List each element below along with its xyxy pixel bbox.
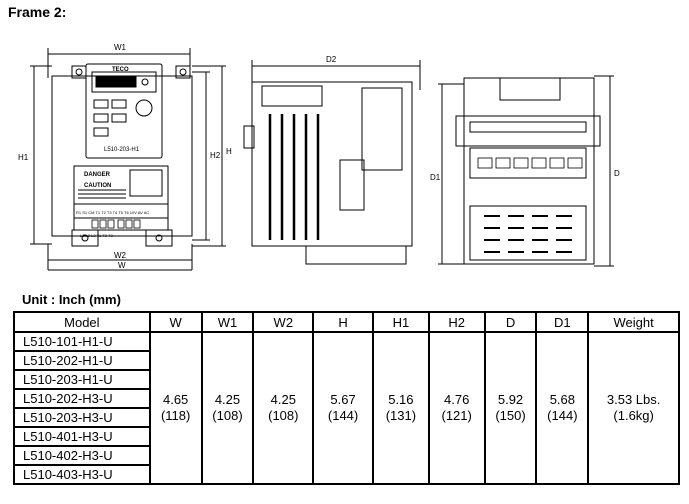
model-cell: L510-403-H3-U <box>13 464 151 485</box>
header-h1: H1 <box>371 311 430 333</box>
header-h: H <box>312 311 374 333</box>
rear-view <box>438 75 614 267</box>
header-h2: H2 <box>427 311 486 333</box>
model-cell: L510-402-H3-U <box>13 445 151 466</box>
unit-label: Unit : Inch (mm) <box>22 292 121 307</box>
dim-label-w1: W1 <box>114 43 127 52</box>
model-cell: L510-203-H3-U <box>13 407 151 428</box>
table-row: L510-203-H1-U <box>13 369 679 390</box>
table-row: L510-202-H1-U <box>13 350 679 371</box>
dim-label-d1: D1 <box>430 173 441 182</box>
value-h1-mm: (131) <box>385 408 417 423</box>
brand-logo-text: TECO <box>112 67 129 73</box>
table-header-row: Model W W1 W2 H H1 H2 D D1 Weight <box>13 311 680 333</box>
side-view <box>243 60 421 265</box>
value-w2-mm: (108) <box>268 408 299 423</box>
value-w2: 4.25(108) <box>252 331 315 485</box>
dim-label-w: W <box>118 261 126 270</box>
dim-label-w2: W2 <box>114 251 127 260</box>
table-row: L510-101-H1-U 4.65(118) 4.25(108) 4.25(1… <box>13 331 680 485</box>
model-cell: L510-101-H1-U <box>13 331 151 352</box>
value-w1: 4.25(108) <box>200 331 255 485</box>
dim-label-h1: H1 <box>18 153 29 162</box>
value-h-inch: 5.67 <box>330 392 356 407</box>
value-d-mm: (150) <box>495 408 526 423</box>
value-d: 5.92(150) <box>483 331 538 485</box>
dim-label-h2: H2 <box>210 151 221 160</box>
value-d1: 5.68(144) <box>535 331 590 485</box>
table-row: L510-203-H3-U <box>13 407 679 428</box>
value-weight: 3.53 Lbs.(1.6kg) <box>587 331 680 485</box>
dim-label-h: H <box>226 147 232 156</box>
value-h-mm: (144) <box>327 408 359 423</box>
value-d1-inch: 5.68 <box>549 392 576 407</box>
header-w: W <box>148 311 203 333</box>
dimension-table: Model W W1 W2 H H1 H2 D D1 Weight L510-1… <box>13 311 680 485</box>
value-d-inch: 5.92 <box>497 392 524 407</box>
table-row: L510-402-H3-U <box>13 445 679 466</box>
value-weight-kg: (1.6kg) <box>613 408 654 423</box>
value-w-inch: 4.65 <box>162 392 189 407</box>
header-w2: W2 <box>252 311 315 333</box>
value-weight-lbs: 3.53 Lbs. <box>606 392 661 407</box>
value-w2-inch: 4.25 <box>270 392 296 407</box>
value-h2-mm: (121) <box>441 408 472 423</box>
value-h1: 5.16(131) <box>371 331 430 485</box>
value-w-mm: (118) <box>160 408 191 423</box>
control-terminal-labels: R1 S1 CM T1 T2 T3 T4 T5 T6 10V AV AC <box>76 210 149 215</box>
model-cell: L510-202-H1-U <box>13 350 151 371</box>
value-h2: 4.76(121) <box>427 331 486 485</box>
value-h1-inch: 5.16 <box>388 392 414 407</box>
value-w1-inch: 4.25 <box>214 392 241 407</box>
header-w1: W1 <box>200 311 255 333</box>
dim-label-d: D <box>614 169 620 178</box>
power-terminal-labels: L1 L2 L3 T1 T2 T3 <box>80 233 113 238</box>
dim-label-d2: D2 <box>326 55 337 64</box>
header-d1: D1 <box>535 311 590 333</box>
value-d1-mm: (144) <box>547 408 578 423</box>
frame-title: Frame 2: <box>8 4 67 20</box>
model-cell: L510-401-H3-U <box>13 426 151 447</box>
header-d: D <box>483 311 538 333</box>
value-h: 5.67(144) <box>312 331 374 485</box>
value-h2-inch: 4.76 <box>444 392 470 407</box>
model-cell: L510-203-H1-U <box>13 369 151 390</box>
header-weight: Weight <box>587 311 680 333</box>
value-w: 4.65(118) <box>148 331 203 485</box>
front-view <box>30 48 226 271</box>
table-row: L510-403-H3-U <box>13 464 679 485</box>
header-model: Model <box>13 311 151 333</box>
table-row: L510-202-H3-U <box>13 388 679 409</box>
dimension-drawing: W1 W2 W H1 H2 H D2 D1 D TECO L510-203-H1… <box>18 43 620 271</box>
value-w1-mm: (108) <box>212 408 243 423</box>
danger-label: DANGER <box>84 172 111 178</box>
model-plate-text: L510-203-H1 <box>104 147 140 153</box>
caution-label: CAUTION <box>84 183 111 189</box>
table-row: L510-401-H3-U <box>13 426 679 447</box>
model-cell: L510-202-H3-U <box>13 388 151 409</box>
